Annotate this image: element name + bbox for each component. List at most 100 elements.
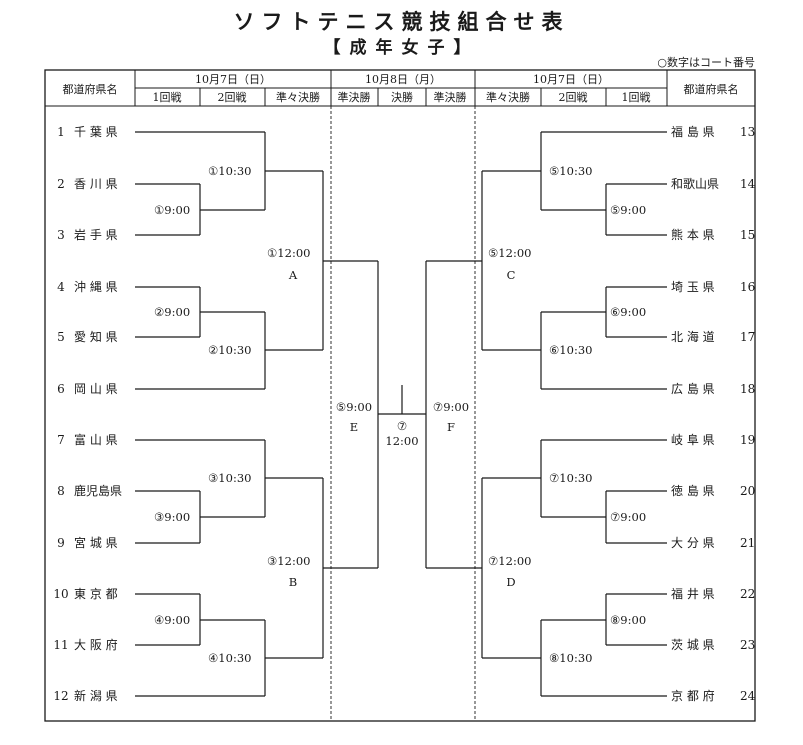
- match-label-right-qf: D: [506, 575, 515, 589]
- team-left-name: 岡 山 県: [74, 382, 118, 396]
- page-title: ソフトテニス競技組合せ表: [233, 10, 570, 34]
- team-right-name: 北 海 道: [671, 329, 715, 344]
- round-header-right-1: 準々決勝: [486, 90, 530, 104]
- match-label-right-qf: C: [507, 268, 516, 282]
- match-time-right-r2: ⑧10:30: [549, 651, 592, 665]
- round-header-right-3: 1回戦: [622, 91, 651, 104]
- team-right-no: 21: [740, 536, 755, 550]
- match-time-left-r2: ①10:30: [208, 164, 251, 178]
- pref-header-right: 都道府県名: [684, 82, 739, 96]
- date-left: 10月7日（日）: [195, 73, 271, 86]
- bracket-lines: [135, 131, 667, 697]
- team-left-name: 宮 城 県: [74, 535, 118, 550]
- team-right-no: 19: [740, 433, 755, 447]
- team-right-no: 20: [740, 484, 755, 498]
- teams-left: 1 千 葉 県 2 香 川 県 3 岩 手 県 4 沖 縄 県 5 愛 知 県 …: [53, 125, 122, 703]
- final-court: ⑦: [397, 419, 407, 433]
- team-left-no: 5: [57, 330, 65, 344]
- team-left-name: 大 阪 府: [74, 637, 118, 652]
- match-time-left-r1: ②9:00: [154, 305, 190, 319]
- match-labels: ①9:00 ②9:00 ③9:00 ④9:00 ①10:30 ②10:30 ③1…: [154, 164, 646, 665]
- team-left-no: 10: [53, 587, 68, 601]
- team-left-no: 8: [57, 484, 65, 498]
- team-left-name: 千 葉 県: [74, 125, 118, 139]
- team-left-name: 香 川 県: [74, 177, 118, 191]
- match-time-right-r2: ⑤10:30: [549, 164, 592, 178]
- match-label-semi-right: F: [447, 420, 455, 434]
- team-left-name: 愛 知 県: [74, 330, 118, 344]
- team-right-no: 18: [740, 382, 755, 396]
- pref-header-left: 都道府県名: [63, 82, 118, 96]
- round-header-center-3: 準決勝: [434, 90, 467, 104]
- match-time-right-qf: ⑦12:00: [488, 554, 531, 568]
- match-time-right-r2: ⑥10:30: [549, 343, 592, 357]
- match-time-left-r1: ④9:00: [154, 613, 190, 627]
- round-header-left-1: 1回戦: [153, 91, 182, 104]
- match-time-left-r2: ③10:30: [208, 471, 251, 485]
- match-label-semi-left: E: [350, 420, 358, 434]
- header-grid: [45, 70, 755, 107]
- final-time: 12:00: [385, 434, 418, 448]
- team-right-name: 熊 本 県: [671, 227, 715, 242]
- team-left-no: 4: [57, 280, 65, 294]
- match-time-left-qf: ①12:00: [267, 246, 310, 260]
- team-left-name: 新 潟 県: [74, 688, 118, 703]
- team-right-name: 福 島 県: [671, 124, 715, 139]
- team-left-no: 2: [57, 177, 65, 191]
- team-right-no: 17: [740, 330, 755, 344]
- court-number-note: ○数字はコート番号: [657, 56, 755, 69]
- match-time-left-r1: ③9:00: [154, 510, 190, 524]
- match-time-semi-right: ⑦9:00: [433, 400, 469, 414]
- team-right-no: 13: [740, 125, 755, 139]
- team-left-no: 7: [57, 433, 65, 447]
- bracket-frame: [44, 69, 756, 722]
- team-left-no: 1: [57, 125, 65, 139]
- team-right-name: 和歌山県: [671, 176, 719, 191]
- round-header-left-3: 準々決勝: [276, 90, 320, 104]
- round-header-center-2: 決勝: [391, 90, 413, 104]
- team-right-name: 広 島 県: [671, 381, 715, 396]
- match-label-left-qf: A: [288, 268, 298, 282]
- date-right: 10月7日（日）: [533, 73, 609, 86]
- team-left-no: 3: [57, 228, 65, 242]
- match-label-left-qf: B: [289, 575, 297, 589]
- team-left-name: 鹿児島県: [74, 483, 122, 498]
- round-header-left-2: 2回戦: [218, 91, 247, 104]
- team-right-name: 福 井 県: [671, 586, 715, 601]
- match-time-right-qf: ⑤12:00: [488, 246, 531, 260]
- match-time-right-r1: ⑦9:00: [610, 510, 646, 524]
- team-left-name: 沖 縄 県: [74, 279, 118, 294]
- team-right-name: 大 分 県: [671, 536, 715, 550]
- date-center: 10月8日（月）: [365, 73, 441, 86]
- team-right-no: 15: [740, 228, 755, 242]
- team-left-no: 11: [53, 638, 68, 652]
- team-right-name: 京 都 府: [671, 688, 715, 703]
- match-time-left-qf: ③12:00: [267, 554, 310, 568]
- team-right-name: 茨 城 県: [671, 638, 715, 652]
- center-dividers: [330, 106, 476, 721]
- team-left-name: 東 京 都: [74, 587, 118, 601]
- round-header-right-2: 2回戦: [559, 91, 588, 104]
- team-right-no: 23: [740, 638, 755, 652]
- team-right-name: 徳 島 県: [671, 483, 715, 498]
- match-time-right-r1: ⑤9:00: [610, 203, 646, 217]
- team-left-no: 6: [57, 382, 65, 396]
- team-right-no: 24: [740, 689, 756, 703]
- match-time-left-r2: ④10:30: [208, 651, 251, 665]
- team-right-no: 22: [740, 587, 755, 601]
- page-subtitle: 【成年女子】: [323, 38, 480, 58]
- team-right-name: 岐 阜 県: [671, 433, 715, 447]
- team-left-no: 9: [57, 536, 65, 550]
- team-left-no: 12: [53, 689, 68, 703]
- match-time-right-r1: ⑥9:00: [610, 305, 646, 319]
- round-header-center-1: 準決勝: [338, 90, 371, 104]
- match-time-left-r1: ①9:00: [154, 203, 190, 217]
- teams-right: 福 島 県 13 和歌山県 14 熊 本 県 15 埼 玉 県 16 北 海 道…: [671, 124, 756, 703]
- match-time-right-r2: ⑦10:30: [549, 471, 592, 485]
- team-right-no: 14: [740, 177, 756, 191]
- match-time-semi-left: ⑤9:00: [336, 400, 372, 414]
- match-time-right-r1: ⑧9:00: [610, 613, 646, 627]
- team-left-name: 富 山 県: [74, 432, 118, 447]
- match-time-left-r2: ②10:30: [208, 343, 251, 357]
